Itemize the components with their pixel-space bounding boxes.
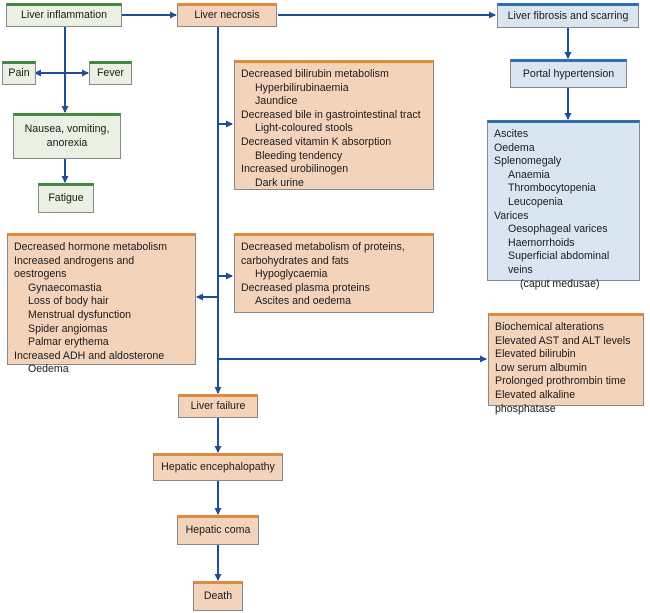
list-item: (caput medusae) bbox=[520, 277, 600, 290]
list-item: Dark urine bbox=[255, 176, 304, 189]
list-item: Spider angiomas bbox=[28, 322, 108, 335]
list-item: Gynaecomastia bbox=[28, 281, 102, 294]
node-hepatic-coma: Hepatic coma bbox=[177, 515, 259, 545]
list-item: Splenomegaly bbox=[494, 155, 562, 168]
list-item: Low serum albumin bbox=[495, 361, 587, 374]
node-label: Pain bbox=[8, 67, 30, 80]
node-liver-inflammation: Liver inflammation bbox=[6, 3, 122, 27]
list-item: Hypoglycaemia bbox=[255, 268, 328, 281]
node-fatigue: Fatigue bbox=[38, 183, 94, 213]
list-item: Increased urobilinogen bbox=[241, 163, 349, 176]
node-liver-fibrosis: Liver fibrosis and scarring bbox=[497, 3, 639, 28]
node-label: Liver failure bbox=[190, 400, 246, 413]
list-item: Elevated bilirubin bbox=[495, 348, 576, 361]
node-fever: Fever bbox=[89, 61, 132, 85]
node-label: Nausea, vomiting, anorexia bbox=[24, 123, 110, 149]
list-item: Increased ADH and aldosterone bbox=[14, 349, 165, 362]
node-label: Liver inflammation bbox=[21, 9, 107, 22]
list-item: Increased androgens and oestrogens bbox=[14, 254, 135, 281]
node-portal-hypertension: Portal hypertension bbox=[510, 59, 627, 88]
node-label: Hepatic coma bbox=[185, 524, 251, 537]
list-item: Oedema bbox=[28, 363, 69, 376]
node-label: Death bbox=[203, 590, 233, 603]
list-item: Haemorrhoids bbox=[508, 236, 575, 249]
list-item: Decreased metabolism of proteins, bbox=[241, 241, 405, 253]
list-item: Elevated alkaline phosphatase bbox=[495, 388, 576, 415]
list-item: Bleeding tendency bbox=[255, 149, 343, 162]
list-item: Decreased hormone metabolism bbox=[14, 241, 168, 253]
list-item: Loss of body hair bbox=[28, 295, 109, 308]
node-liver-necrosis: Liver necrosis bbox=[177, 3, 277, 27]
node-liver-failure: Liver failure bbox=[178, 394, 258, 418]
list-item: Ascites and oedema bbox=[255, 295, 351, 308]
list-item: Elevated AST and ALT levels bbox=[495, 334, 631, 347]
list-item: Decreased bile in gastrointestinal tract bbox=[241, 108, 421, 121]
list-item: Biochemical alterations bbox=[495, 321, 604, 333]
list-item: Decreased plasma proteins bbox=[241, 281, 370, 294]
list-item: Anaemia bbox=[508, 168, 550, 181]
list-item: Oedema bbox=[494, 141, 535, 154]
portal-complications-box: Ascites Oedema Splenomegaly Anaemia Thro… bbox=[487, 120, 640, 290]
list-item: Hyperbilirubinaemia bbox=[255, 81, 349, 94]
list-item: Light-coloured stools bbox=[255, 122, 353, 135]
node-nausea: Nausea, vomiting, anorexia bbox=[13, 113, 121, 159]
node-label: Liver fibrosis and scarring bbox=[507, 9, 629, 22]
list-item: Superficial abdominal veins bbox=[508, 250, 610, 276]
list-item: Varices bbox=[494, 209, 529, 222]
protein-effects-box: Decreased metabolism of proteins, carboh… bbox=[234, 233, 434, 313]
node-pain: Pain bbox=[2, 61, 36, 85]
list-item: Prolonged prothrombin time bbox=[495, 375, 626, 388]
node-label: Fatigue bbox=[48, 192, 84, 205]
list-item: Leucopenia bbox=[508, 195, 563, 208]
node-label: Hepatic encephalopathy bbox=[161, 461, 275, 474]
list-item: Decreased bilirubin metabolism bbox=[241, 68, 389, 80]
node-hepatic-encephalopathy: Hepatic encephalopathy bbox=[153, 453, 283, 481]
node-label: Fever bbox=[96, 67, 125, 80]
node-label: Liver necrosis bbox=[194, 9, 260, 22]
bilirubin-effects-box: Decreased bilirubin metabolism Hyperbili… bbox=[234, 60, 434, 190]
node-death: Death bbox=[193, 581, 243, 611]
list-item: Palmar erythema bbox=[28, 336, 109, 349]
list-item: Decreased vitamin K absorption bbox=[241, 135, 392, 148]
list-item: Ascites bbox=[494, 128, 529, 140]
list-item: Jaundice bbox=[255, 95, 298, 108]
node-label: Portal hypertension bbox=[522, 67, 615, 80]
list-item: Menstrual dysfunction bbox=[28, 308, 132, 321]
list-item: Oesophageal varices bbox=[508, 223, 608, 236]
list-item: Thrombocytopenia bbox=[508, 182, 596, 195]
biochemical-alterations-box: Biochemical alterations Elevated AST and… bbox=[488, 313, 644, 415]
hormone-effects-box: Decreased hormone metabolism Increased a… bbox=[7, 233, 196, 375]
list-item: carbohydrates and fats bbox=[241, 254, 349, 267]
